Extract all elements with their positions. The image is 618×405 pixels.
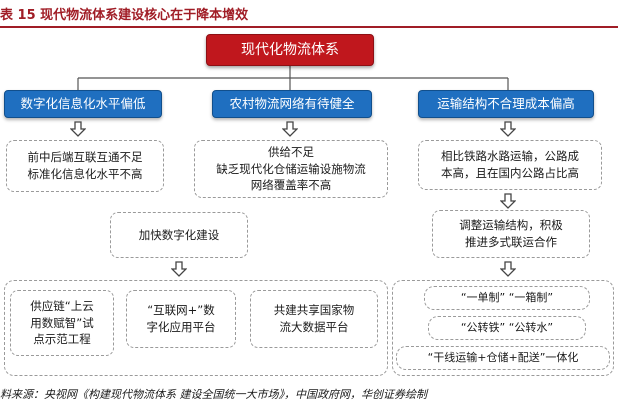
problem-box-digital: 前中后端互联互通不足 标准化信息化水平不高 [6, 140, 164, 192]
problem-box-transport: 相比铁路水路运输，公路成 本高，且在国内公路占比高 [418, 140, 602, 190]
measure-integrated-logistics: “干线运输+仓储+配送”一体化 [396, 346, 610, 370]
root-node-label: 现代化物流体系 [241, 41, 339, 58]
measure-text: “互联网+”数 字化应用平台 [146, 303, 216, 334]
branch-transport-structure: 运输结构不合理成本偏高 [418, 90, 594, 118]
measure-text: “公转铁” “公转水” [460, 321, 554, 335]
down-arrow-icon [500, 261, 516, 277]
adjust-structure-box: 调整运输结构，积极 推进多式联运合作 [432, 210, 590, 258]
down-arrow-icon [282, 121, 298, 137]
down-arrow-icon [70, 121, 86, 137]
measure-cloud-pilot: 供应链“上云 用数赋智”试 点示范工程 [10, 290, 114, 356]
problem-text: 供给不足 缺乏现代化仓储运输设施物流 网络覆盖率不高 [216, 144, 366, 193]
branch-rural-network: 农村物流网络有待健全 [212, 90, 372, 118]
measure-text: “一单制” “一箱制” [460, 291, 554, 305]
figure-title: 表 15 现代物流体系建设核心在于降本增效 [0, 8, 249, 23]
measure-text: 供应链“上云 用数赋智”试 点示范工程 [30, 298, 94, 347]
measure-road-to-rail: “公转铁” “公转水” [428, 316, 586, 340]
branch-label: 运输结构不合理成本偏高 [437, 95, 575, 111]
measure-internet-plus: “互联网+”数 字化应用平台 [126, 290, 236, 348]
branch-label: 数字化信息化水平偏低 [20, 95, 146, 111]
branch-digital-info: 数字化信息化水平偏低 [4, 90, 162, 118]
measure-text: 共建共享国家物 流大数据平台 [273, 303, 355, 334]
problem-text: 前中后端互联互通不足 标准化信息化水平不高 [27, 150, 143, 181]
problem-box-rural: 供给不足 缺乏现代化仓储运输设施物流 网络覆盖率不高 [194, 140, 388, 198]
root-node: 现代化物流体系 [206, 34, 374, 66]
title-rule [0, 26, 618, 28]
down-arrow-icon [171, 261, 187, 277]
digital-build-text: 加快数字化建设 [138, 227, 220, 242]
branch-label: 农村物流网络有待健全 [229, 95, 355, 111]
measure-text: “干线运输+仓储+配送”一体化 [427, 351, 579, 365]
measure-single-bill: “一单制” “一箱制” [424, 286, 590, 310]
adjust-structure-text: 调整运输结构，积极 推进多式联运合作 [459, 218, 563, 249]
source-note: 料来源：央视网《构建现代物流体系 建设全国统一大市场》，中国政府网，华创证券绘制 [0, 388, 427, 401]
down-arrow-icon [500, 121, 516, 137]
measure-big-data: 共建共享国家物 流大数据平台 [250, 290, 378, 348]
problem-text: 相比铁路水路运输，公路成 本高，且在国内公路占比高 [441, 149, 579, 180]
digital-build-box: 加快数字化建设 [110, 212, 248, 258]
down-arrow-icon [500, 193, 516, 209]
